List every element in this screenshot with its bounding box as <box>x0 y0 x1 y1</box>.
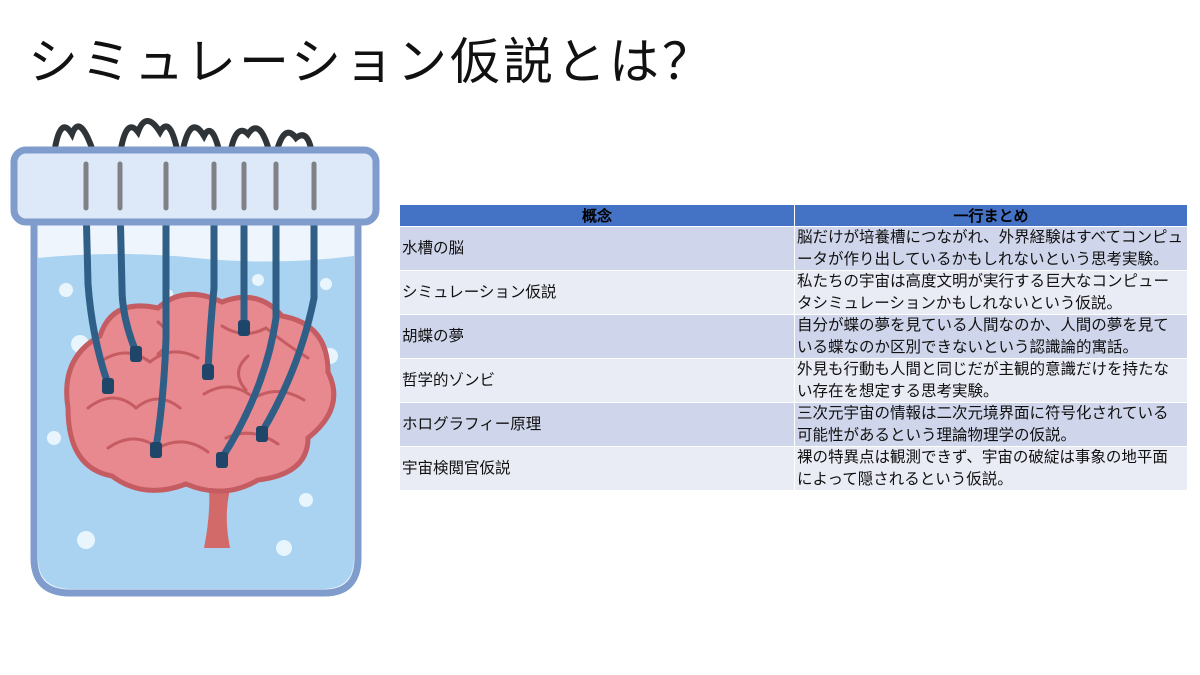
wire-loops <box>51 118 315 157</box>
cables <box>82 200 318 462</box>
brain-in-vat-illustration <box>10 118 380 597</box>
header-concept: 概念 <box>400 205 794 226</box>
concept-cell: 胡蝶の夢 <box>400 315 794 358</box>
table-row: シミュレーション仮説 私たちの宇宙は高度文明が実行する巨大なコンピュータシミュレ… <box>400 271 1187 314</box>
summary-cell: 脳だけが培養槽につながれ、外界経験はすべてコンピュータが作り出しているかもしれな… <box>795 227 1187 270</box>
concept-cell: 哲学的ゾンビ <box>400 359 794 402</box>
lid-wires <box>83 161 317 211</box>
concept-cell: シミュレーション仮説 <box>400 271 794 314</box>
table-row: 胡蝶の夢 自分が蝶の夢を見ている人間なのか、人間の夢を見ている蝶なのか区別できな… <box>400 315 1187 358</box>
table-row: 水槽の脳 脳だけが培養槽につながれ、外界経験はすべてコンピュータが作り出している… <box>400 227 1187 270</box>
summary-cell: 裸の特異点は観測できず、宇宙の破綻は事象の地平面によって隠されるという仮説。 <box>795 447 1187 490</box>
summary-table: 概念 一行まとめ 水槽の脳 脳だけが培養槽につながれ、外界経験はすべてコンピュー… <box>399 204 1188 491</box>
summary-cell: 私たちの宇宙は高度文明が実行する巨大なコンピュータシミュレーションかもしれないと… <box>795 271 1187 314</box>
table-header-row: 概念 一行まとめ <box>400 205 1187 226</box>
summary-cell: 外見も行動も人間と同じだが主観的意識だけを持たない存在を想定する思考実験。 <box>795 359 1187 402</box>
concept-cell: 宇宙検閲官仮説 <box>400 447 794 490</box>
concept-cell: 水槽の脳 <box>400 227 794 270</box>
header-summary: 一行まとめ <box>795 205 1187 226</box>
summary-cell: 自分が蝶の夢を見ている人間なのか、人間の夢を見ている蝶なのか区別できないという認… <box>795 315 1187 358</box>
cable-plugs <box>102 320 268 468</box>
jar-lid <box>10 146 380 226</box>
slide-title: シミュレーション仮説とは？ <box>28 33 715 91</box>
table-row: ホログラフィー原理 三次元宇宙の情報は二次元境界面に符号化されている可能性がある… <box>400 403 1187 446</box>
summary-cell: 三次元宇宙の情報は二次元境界面に符号化されている可能性があるという理論物理学の仮… <box>795 403 1187 446</box>
table-row: 哲学的ゾンビ 外見も行動も人間と同じだが主観的意識だけを持たない存在を想定する思… <box>400 359 1187 402</box>
concept-cell: ホログラフィー原理 <box>400 403 794 446</box>
table-row: 宇宙検閲官仮説 裸の特異点は観測できず、宇宙の破綻は事象の地平面によって隠される… <box>400 447 1187 490</box>
